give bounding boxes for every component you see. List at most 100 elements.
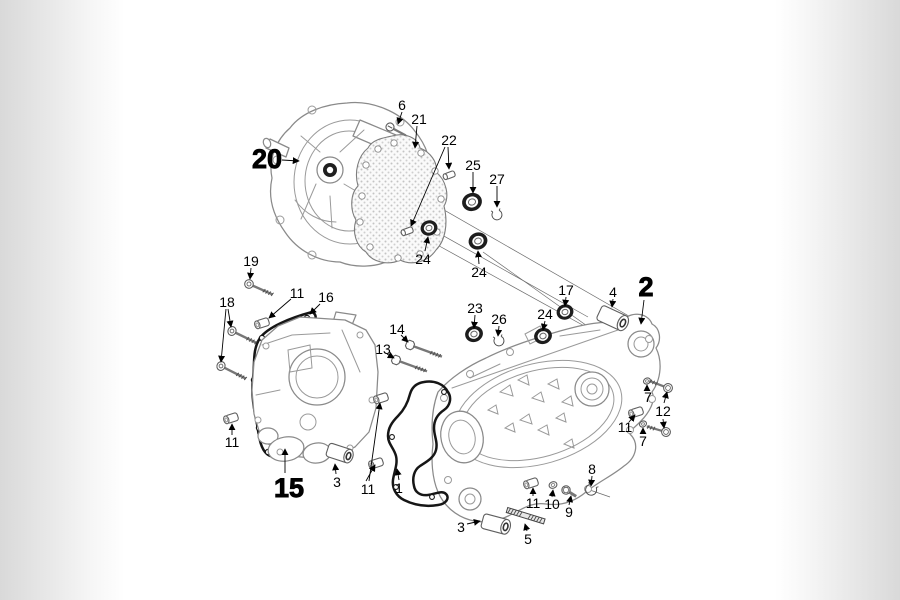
stud-18b: [216, 361, 248, 381]
leader-line-11: [268, 298, 292, 319]
part-label-22: 22: [441, 132, 457, 148]
screw-9: [561, 485, 577, 498]
part-label-8: 8: [588, 461, 596, 477]
bearing-24b: [468, 232, 488, 250]
part-label-11: 11: [290, 285, 305, 301]
part-label-10: 10: [544, 496, 560, 512]
part-label-26: 26: [491, 311, 507, 327]
part-label-9: 9: [565, 504, 573, 520]
pin-22b: [400, 226, 414, 237]
part-label-11: 11: [225, 434, 240, 450]
part-label-4: 4: [609, 284, 617, 300]
leader-line-11: [628, 414, 636, 423]
bearing-24c: [534, 327, 552, 345]
leader-line-10: [548, 489, 556, 498]
part-label-6: 6: [398, 97, 406, 113]
part-small-gasket: [386, 380, 452, 508]
screw-12a: [648, 379, 673, 393]
part-label-7: 7: [639, 433, 647, 449]
leader-line-24: [474, 250, 482, 265]
leader-line-12: [661, 391, 669, 404]
leader-line-2: [638, 299, 646, 325]
screw-12b: [646, 424, 671, 437]
screw-14: [404, 339, 443, 358]
bushing-4: [596, 305, 630, 332]
leader-line-24: [423, 236, 431, 252]
leader-line-17: [562, 296, 570, 307]
part-label-20: 20: [252, 144, 282, 174]
bearing-24a: [420, 220, 438, 236]
part-label-24: 24: [471, 264, 487, 280]
washer-7b: [638, 420, 648, 428]
fasteners: [216, 122, 673, 525]
leader-line-3: [466, 518, 481, 526]
part-label-12: 12: [655, 403, 671, 419]
leader-line-5: [523, 523, 531, 532]
part-label-17: 17: [558, 282, 574, 298]
bearings: [420, 192, 574, 345]
stud-18a: [227, 326, 258, 345]
part-label-2: 2: [638, 272, 653, 302]
leader-line-9: [566, 495, 574, 506]
washer-10: [548, 481, 558, 489]
leader-line-23: [470, 314, 478, 329]
part-label-11: 11: [526, 495, 541, 511]
pin-22a: [442, 170, 456, 181]
leader-line-18: [218, 308, 227, 363]
part-crankcase-right: [431, 313, 661, 523]
part-label-24: 24: [537, 306, 553, 322]
leader-line-14: [400, 334, 409, 343]
leader-line-22: [410, 146, 446, 227]
leader-line-1: [394, 468, 402, 481]
part-cover-gasket: [351, 134, 448, 264]
bushing-3a: [480, 513, 512, 535]
washer-7a: [642, 377, 652, 385]
clip-26: [492, 334, 505, 347]
part-label-1: 1: [395, 480, 403, 496]
part-label-25: 25: [465, 157, 481, 173]
bearing-17: [556, 304, 574, 320]
part-label-14: 14: [389, 321, 405, 337]
leader-line-3: [332, 463, 340, 475]
leader-line-21: [412, 125, 420, 149]
bushing-3b: [325, 442, 354, 464]
dowel-11d: [368, 457, 384, 470]
part-label-11: 11: [361, 481, 376, 497]
part-crankcase-left: [251, 311, 379, 464]
leader-line-8: [588, 475, 596, 487]
bearing-25: [462, 192, 482, 212]
leader-line-24: [540, 320, 548, 331]
leader-line-13: [386, 351, 395, 359]
leader-line-6: [396, 111, 404, 125]
leader-line-4: [609, 298, 617, 308]
leader-line-20: [281, 157, 300, 165]
leader-line-18: [226, 308, 234, 328]
part-label-15: 15: [274, 473, 304, 503]
leader-line-11: [365, 464, 376, 482]
screw-13: [390, 354, 428, 373]
part-label-24: 24: [415, 251, 431, 267]
part-label-27: 27: [489, 171, 505, 187]
leader-line-26: [495, 325, 503, 337]
dowel-11b: [223, 412, 239, 425]
clip-27: [490, 208, 503, 221]
screw-6: [385, 122, 407, 137]
bushings: [325, 305, 630, 535]
stud-5: [505, 506, 546, 525]
part-label-3: 3: [457, 519, 465, 535]
part-label-13: 13: [375, 341, 391, 357]
part-label-19: 19: [243, 253, 259, 269]
leader-line-12: [659, 418, 667, 429]
leader-line-22: [445, 146, 453, 170]
part-label-3: 3: [333, 474, 341, 490]
part-label-11: 11: [618, 419, 633, 435]
dowel-11a: [254, 317, 270, 330]
part-label-23: 23: [467, 300, 483, 316]
leader-line-16: [309, 303, 321, 315]
part-label-18: 18: [219, 294, 235, 310]
part-label-7: 7: [644, 389, 652, 405]
dowel-11c: [373, 392, 389, 405]
